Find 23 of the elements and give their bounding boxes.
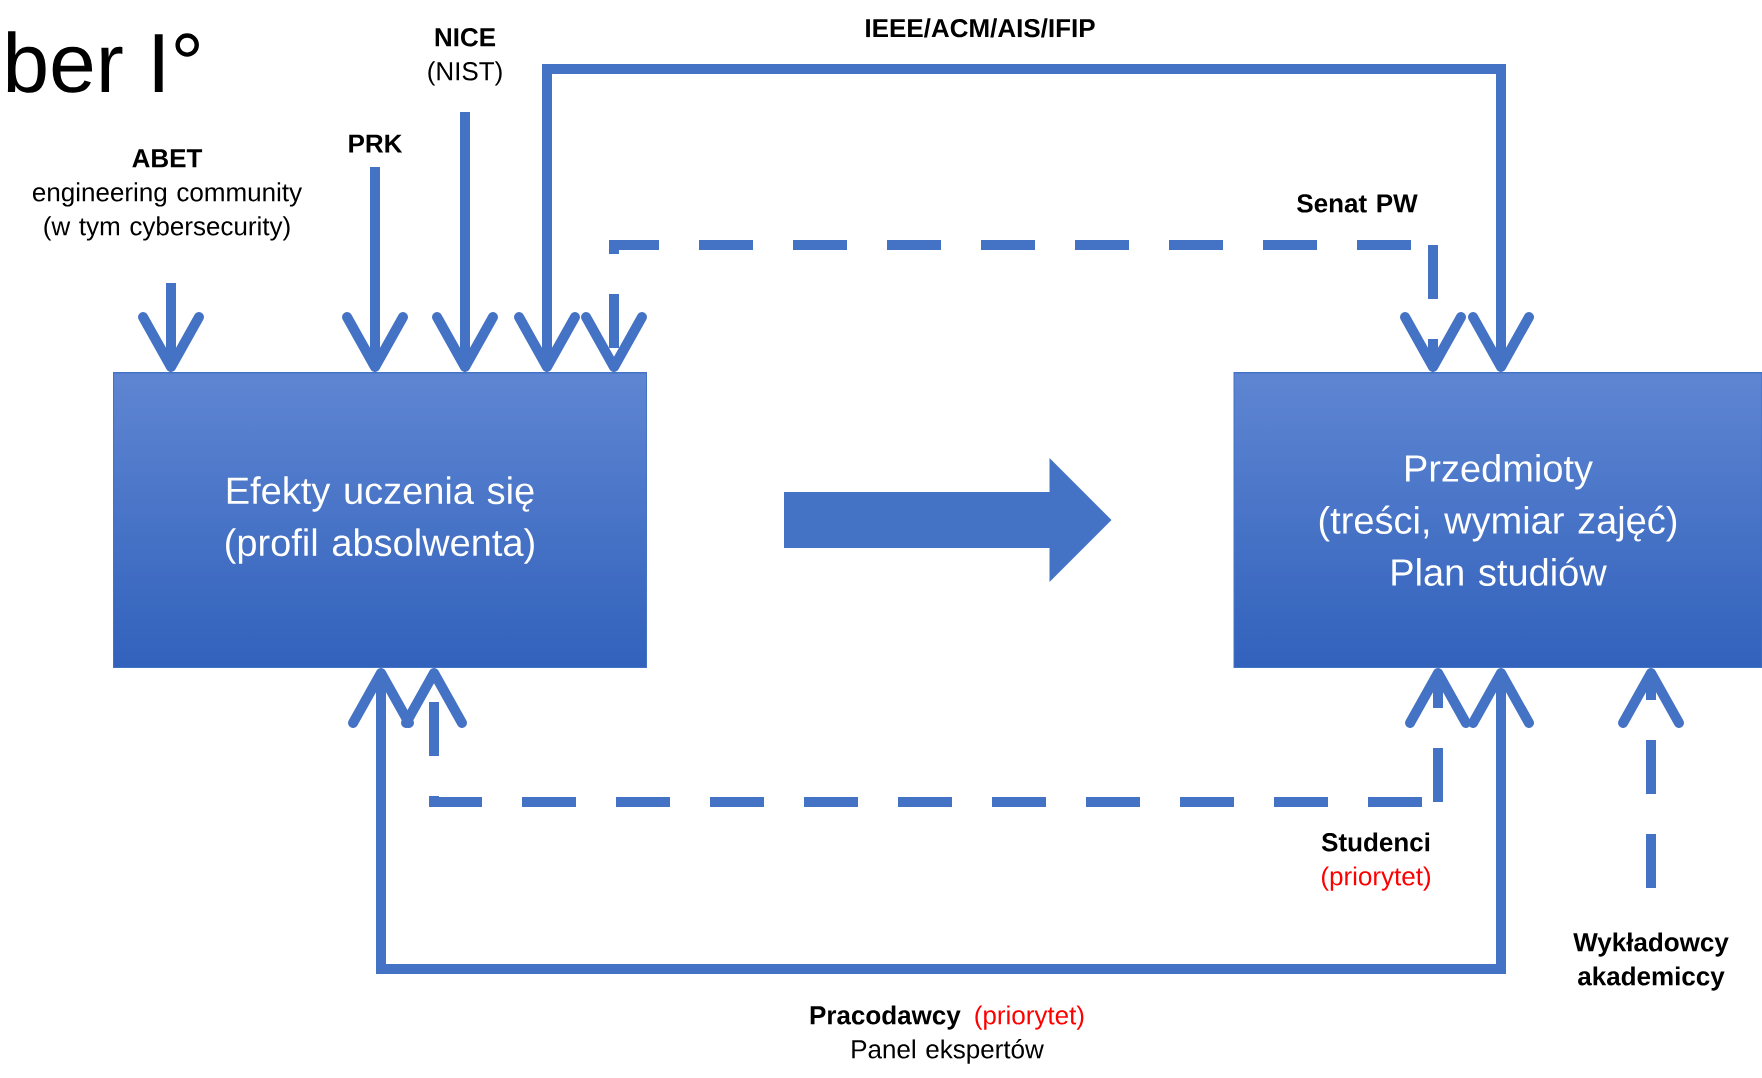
stakeholder-label: Pracodawcy (priorytet) Panel ekspertów (810, 1005, 1084, 1064)
arrow (432, 112, 498, 372)
arrow (401, 668, 1422, 807)
arrow (514, 64, 980, 372)
arrow (342, 167, 408, 372)
stakeholder-label: Senat PW (1297, 194, 1418, 213)
arrow (980, 64, 1534, 372)
arrow (1618, 668, 1684, 888)
stakeholder-label: ABET engineering community (w tym cybersecurity) (33, 149, 302, 241)
process-box: Efekty uczenia się (profil absolwenta) (113, 372, 647, 668)
stakeholder-label: Studenci (priorytet) (1321, 832, 1430, 891)
arrow (947, 668, 1534, 974)
heading-text: ber I° (7, 31, 199, 93)
stakeholder-label: IEEE/ACM/AIS/IFIP (866, 18, 1095, 38)
arrow (348, 668, 947, 974)
arrow (581, 240, 1411, 372)
arrow (1405, 668, 1471, 802)
arrow (1400, 245, 1466, 372)
stakeholder-label: PRK (349, 134, 403, 153)
process-box: Przedmioty (treści, wymiar zajęć) Plan studiów (1233, 372, 1762, 668)
block-arrow (784, 458, 1112, 582)
stakeholder-label: Wykładowcy akademiccy (1573, 932, 1729, 991)
stakeholder-label: NICE (NIST) (428, 28, 502, 86)
